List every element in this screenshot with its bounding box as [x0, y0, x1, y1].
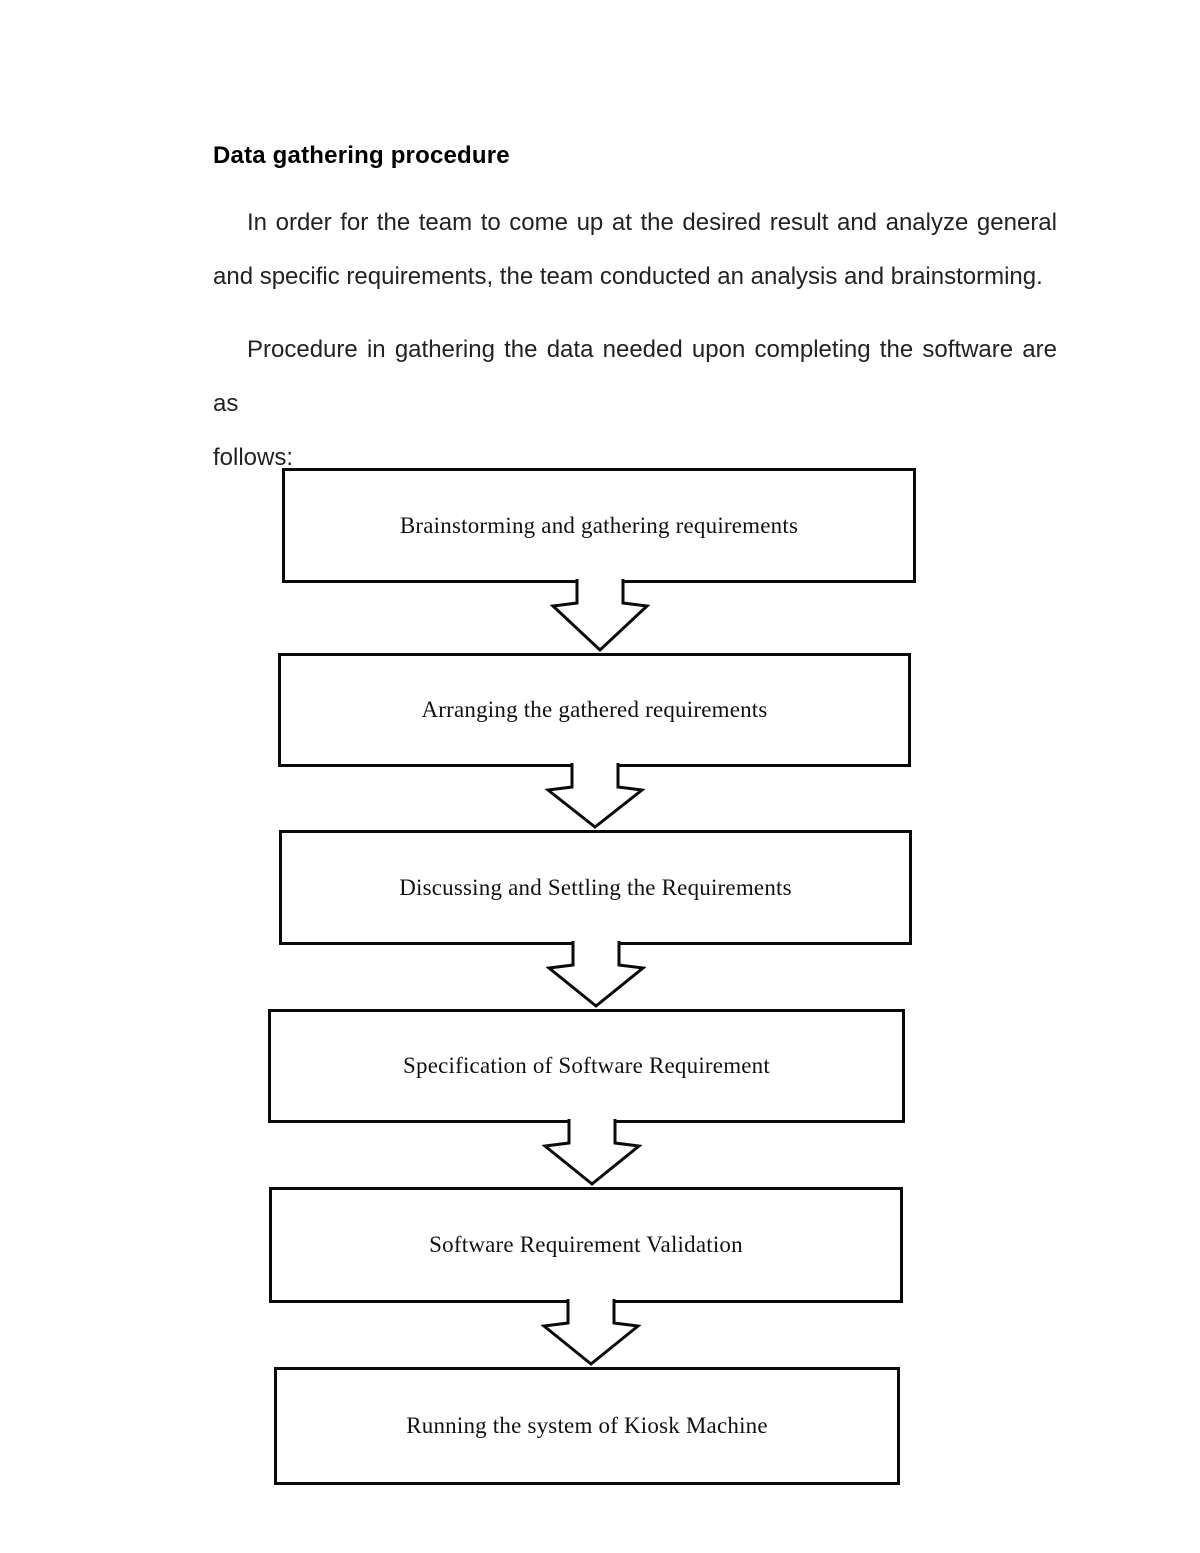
flow-step-label: Arranging the gathered requirements: [421, 697, 768, 722]
flow-step-2: Arranging the gathered requirements: [278, 653, 911, 767]
paragraph-line: Procedure in gathering the data needed u…: [213, 336, 1057, 417]
paragraph-2: Procedure in gathering the data needed u…: [213, 323, 1057, 485]
down-arrow-icon: [546, 941, 646, 1008]
down-arrow-icon: [542, 1119, 642, 1186]
paragraph-line: follows:: [213, 444, 294, 471]
flow-step-3: Discussing and Settling the Requirements: [279, 830, 912, 945]
flow-step-5: Software Requirement Validation: [269, 1187, 903, 1303]
down-arrow-icon: [545, 763, 645, 829]
down-arrow-icon: [541, 1299, 641, 1366]
flow-step-1: Brainstorming and gathering requirements: [282, 468, 916, 583]
flow-step-label: Running the system of Kiosk Machine: [406, 1413, 768, 1438]
flow-step-4: Specification of Software Requirement: [268, 1009, 905, 1123]
flow-step-6: Running the system of Kiosk Machine: [274, 1367, 900, 1485]
flow-step-label: Brainstorming and gathering requirements: [399, 512, 799, 538]
section-heading: Data gathering procedure: [213, 142, 510, 169]
flow-step-label: Discussing and Settling the Requirements: [399, 874, 792, 900]
flow-step-label: Software Requirement Validation: [429, 1232, 743, 1257]
paragraph-line: and specific requirements, the team cond…: [213, 263, 1043, 290]
flow-step-label: Specification of Software Requirement: [403, 1053, 770, 1078]
paragraph-line: In order for the team to come up at the …: [247, 209, 1057, 236]
paragraph-1: In order for the team to come up at the …: [213, 196, 1057, 304]
down-arrow-icon: [550, 579, 650, 653]
